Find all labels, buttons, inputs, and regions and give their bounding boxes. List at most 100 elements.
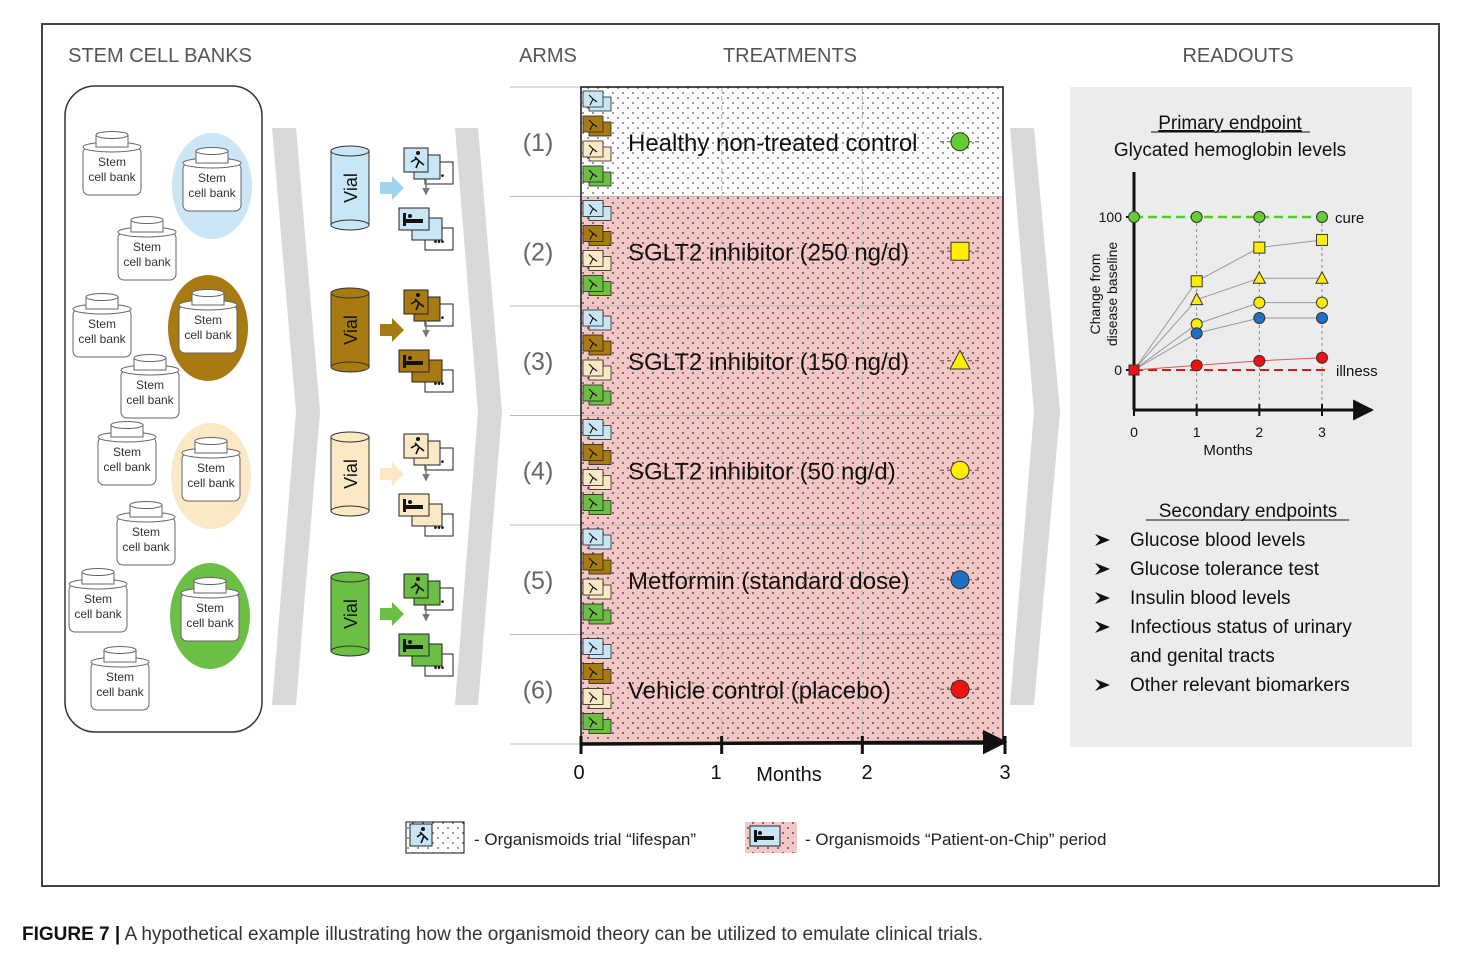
header-readouts: READOUTS xyxy=(1182,45,1293,67)
figure-canvas: STEM CELL BANKS ARMS TREATMENTS READOUTS… xyxy=(41,23,1440,887)
chart-series xyxy=(1133,270,1329,371)
chart-series xyxy=(1133,311,1328,371)
chart-x-tick-label: 3 xyxy=(1318,424,1326,440)
chart-series-line xyxy=(1133,277,1322,371)
svg-text:•••: ••• xyxy=(434,523,445,534)
bank-label-line2: cell bank xyxy=(122,540,170,554)
chart-y-axis-label-line2: disease baseline xyxy=(1104,242,1120,347)
arm-number: (4) xyxy=(523,457,554,485)
organismoid-icon-stack xyxy=(582,90,612,187)
arm-row: (4)SGLT2 inhibitor (50 ng/d) xyxy=(523,419,982,515)
chart-title: Primary endpoint xyxy=(1158,113,1302,134)
chevron-arrow-icon xyxy=(272,128,320,705)
vial-group: Vial•••••• xyxy=(330,571,454,677)
bank-label-line2: cell bank xyxy=(186,616,234,630)
chart-point xyxy=(1315,270,1329,284)
caption-figure-number: FIGURE 7 | xyxy=(22,924,121,945)
chart-x-tick-label: 0 xyxy=(1130,424,1138,440)
arm-marker xyxy=(950,679,970,699)
bank-label-line2: cell bank xyxy=(184,328,232,342)
chart-x-tick-label: 2 xyxy=(1255,424,1263,440)
bank-label-line2: cell bank xyxy=(74,607,122,621)
arm-number: (2) xyxy=(523,238,554,266)
chart-origin-point xyxy=(1128,364,1140,376)
chart-y-axis-label-line1: Change from xyxy=(1087,254,1103,335)
vial-arrow-icon xyxy=(380,602,404,626)
arm-marker xyxy=(950,570,970,590)
header-stem-cell-banks: STEM CELL BANKS xyxy=(68,45,252,67)
bank-label-line1: Stem xyxy=(198,171,226,185)
chart-point xyxy=(1316,351,1328,364)
secondary-endpoint-item: Infectious status of urinary xyxy=(1095,617,1352,638)
bank-label-line2: cell bank xyxy=(126,393,174,407)
timeline-tick-label: 2 xyxy=(861,762,872,784)
figure-caption: FIGURE 7 | A hypothetical example illust… xyxy=(22,924,983,946)
chart-point xyxy=(1253,311,1266,324)
chart-x-tick-label: 1 xyxy=(1193,424,1201,440)
chart-y-tick-label: 100 xyxy=(1099,209,1123,225)
chart-point xyxy=(1252,270,1267,284)
chart-series xyxy=(1133,296,1328,371)
bank-label-line1: Stem xyxy=(88,317,116,331)
vial-arrow-icon xyxy=(380,176,404,200)
secondary-endpoint-label: Glucose blood levels xyxy=(1130,530,1305,551)
timeline-axis-label: Months xyxy=(756,764,822,786)
bank-label-line1: Stem xyxy=(106,670,134,684)
chart-point xyxy=(1190,211,1203,223)
vial-label: Vial xyxy=(341,599,361,629)
vial-group: Vial•••••• xyxy=(330,287,454,393)
secondary-endpoint-label: Insulin blood levels xyxy=(1130,588,1291,609)
runner-card-icon: ••• xyxy=(403,289,454,327)
arm-treatment-label: SGLT2 inhibitor (150 ng/d) xyxy=(628,349,909,376)
chart-point xyxy=(1316,311,1328,324)
bank-label-line2: cell bank xyxy=(88,170,136,184)
arm-number: (3) xyxy=(523,348,554,376)
bank-label-line1: Stem xyxy=(113,445,141,459)
organismoid-icon-stack xyxy=(582,528,612,625)
chart-series-line xyxy=(1133,317,1322,371)
vial-group: Vial•••••• xyxy=(330,431,454,537)
bank-label-line2: cell bank xyxy=(96,685,144,699)
arm-row: (2)SGLT2 inhibitor (250 ng/d) xyxy=(523,200,982,296)
caption-text: A hypothetical example illustrating how … xyxy=(120,924,984,945)
arm-treatment-label: Vehicle control (placebo) xyxy=(628,677,891,704)
secondary-endpoint-label: and genital tracts xyxy=(1130,646,1275,667)
chart-annotation-cure: cure xyxy=(1335,210,1364,227)
chart-series xyxy=(1128,211,1328,223)
arm-number: (6) xyxy=(523,676,554,704)
chart-point xyxy=(1189,292,1204,306)
vial-label: Vial xyxy=(341,173,361,203)
secondary-endpoint-item: and genital tracts xyxy=(1130,646,1275,667)
vial-group: Vial•••••• xyxy=(330,145,454,251)
chart-series-line xyxy=(1133,357,1323,371)
secondary-endpoint-item: Other relevant biomarkers xyxy=(1095,675,1350,696)
organismoid-icon-stack xyxy=(582,200,612,296)
bank-label-line1: Stem xyxy=(136,378,164,392)
bullet-arrow-icon xyxy=(1095,592,1110,604)
arm-row: (3) SGLT2 inhibitor (150 ng/d) xyxy=(523,309,982,406)
treatment-arms-table: (1)Healthy non-treated control(2)SGLT2 i… xyxy=(510,86,1011,786)
bank-label-line1: Stem xyxy=(194,313,222,327)
legend: - Organismoids trial “lifespan” - Organi… xyxy=(405,821,1106,854)
arm-treatment-label: Healthy non-treated control xyxy=(628,130,918,157)
secondary-endpoint-label: Glucose tolerance test xyxy=(1130,559,1320,580)
chart-series xyxy=(1133,233,1328,371)
arm-treatment-label: Metformin (standard dose) xyxy=(628,568,909,595)
bullet-arrow-icon xyxy=(1095,563,1110,575)
vial-arrow-icon xyxy=(380,318,404,342)
chart-series-line xyxy=(1133,239,1323,371)
runner-card-icon: ••• xyxy=(403,147,454,185)
arm-marker xyxy=(950,460,970,480)
chart-point xyxy=(1316,233,1328,246)
vial-label: Vial xyxy=(341,315,361,345)
